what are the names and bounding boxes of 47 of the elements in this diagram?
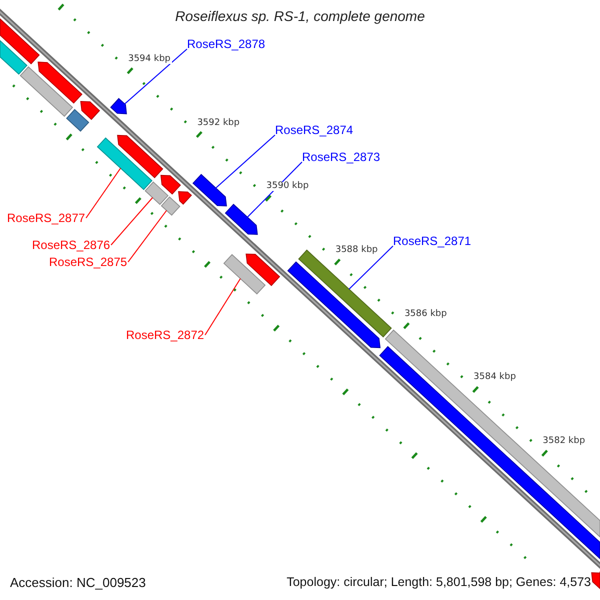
scale-label: 3584 kbp [472,373,517,382]
scale-label: 3592 kbp [196,118,241,128]
genome-info-text: Topology: circular; Length: 5,801,598 bp; Genes: 4,573 [286,576,591,588]
scale-label: 3590 kbp [265,182,310,192]
gene-block [38,62,82,104]
leader-line [246,162,302,218]
gene-bar [0,40,28,75]
gene-block [117,134,164,178]
leader-line [128,210,168,262]
leader-line [348,246,394,290]
gene-label: RoseRS_2877 [7,212,86,224]
gene-bar [223,254,266,294]
scale-label: 3588 kbp [334,246,379,255]
gene-label: RoseRS_2878 [187,38,266,50]
gene-bar [20,66,74,117]
leader-line [215,134,276,188]
gene-label: RoseRS_2873 [302,151,380,163]
leader-line [204,278,241,336]
leader-line [110,197,154,246]
gene-block [178,191,192,205]
gene-bar [160,196,180,216]
gene-bar [384,330,600,538]
gene-block [246,254,280,286]
accession-text: Accession: NC_009523 [10,576,146,589]
gene-block [591,571,600,590]
scale-label: 3586 kbp [403,310,448,319]
gene-bar [144,181,169,205]
scale-label: 3582 kbp [542,437,586,446]
gene-label: RoseRS_2871 [393,235,472,247]
gene-bar [379,346,600,560]
gene-label: RoseRS_2875 [49,256,128,268]
leader-line [86,168,122,218]
gene-bar [96,137,152,190]
gene-block [80,100,100,120]
gene-block [110,98,127,114]
gene-block [192,174,227,206]
title: Roseiflexus sp. RS-1, complete genome [174,9,426,23]
gene-block [224,204,258,235]
gene-block [287,261,381,348]
gene-bar [0,18,40,64]
gene-label: RoseRS_2872 [126,329,204,341]
gene-label: RoseRS_2876 [32,239,110,251]
scale-label: 3594 kbp [127,54,172,64]
leader-line [124,48,188,104]
gene-label: RoseRS_2874 [275,124,354,136]
gene-block [160,174,181,195]
gene-bar [66,108,90,132]
